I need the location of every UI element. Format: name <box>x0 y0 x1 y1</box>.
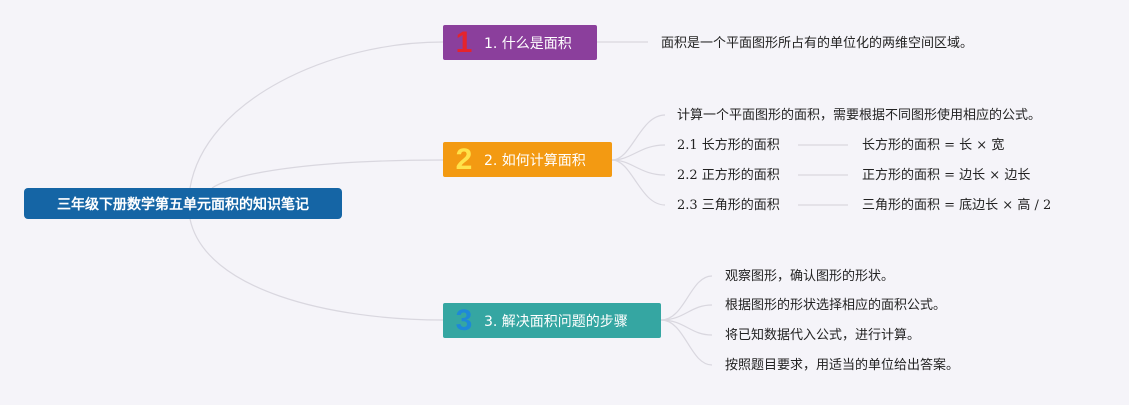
number-3-badge: 3 <box>455 304 473 337</box>
formula-square[interactable]: 正方形的面积 = 边长 × 边长 <box>862 168 1031 183</box>
root-topic[interactable]: 三年级下册数学第五单元面积的知识笔记 <box>24 188 342 219</box>
branch-what-is-area[interactable]: 1 1. 什么是面积 <box>443 25 597 60</box>
step-3[interactable]: 将已知数据代入公式，进行计算。 <box>725 328 921 343</box>
subtopic-square[interactable]: 2.2 正方形的面积 <box>677 168 780 183</box>
connector-root-branch3 <box>189 218 444 321</box>
formula-triangle[interactable]: 三角形的面积 = 底边长 × 高 / 2 <box>862 198 1052 213</box>
branch-how-to-calc[interactable]: 2 2. 如何计算面积 <box>443 142 612 177</box>
connector-root-branch2 <box>211 159 444 189</box>
subtopic-triangle[interactable]: 2.3 三角形的面积 <box>677 198 780 213</box>
step-4[interactable]: 按照题目要求，用适当的单位给出答案。 <box>725 358 960 373</box>
leaf-definition[interactable]: 面积是一个平面图形所占有的单位化的两维空间区域。 <box>661 36 974 51</box>
connector-branch2-sub1 <box>611 144 666 161</box>
step-2[interactable]: 根据图形的形状选择相应的面积公式。 <box>725 298 947 313</box>
subtopic-rectangle[interactable]: 2.1 长方形的面积 <box>677 138 780 153</box>
connector-branch3-leaf1 <box>660 275 713 321</box>
branch-label: 3. 解决面积问题的步骤 <box>484 313 628 330</box>
step-1[interactable]: 观察图形，确认图形的形状。 <box>725 269 895 284</box>
branch-steps[interactable]: 3 3. 解决面积问题的步骤 <box>443 303 661 338</box>
formula-rectangle[interactable]: 长方形的面积 = 长 × 宽 <box>862 138 1005 153</box>
connector-branch3-leaf4 <box>660 319 713 366</box>
connector-root-branch1 <box>189 41 444 189</box>
number-2-badge: 2 <box>455 143 473 176</box>
connector-branch2-sub3 <box>611 159 666 206</box>
branch-label: 1. 什么是面积 <box>484 35 572 52</box>
number-1-badge: 1 <box>455 26 473 59</box>
connector-branch3-leaf2 <box>660 304 713 321</box>
branch-label: 2. 如何计算面积 <box>484 152 586 169</box>
connector-branch2-intro <box>611 114 666 161</box>
leaf-calc-intro[interactable]: 计算一个平面图形的面积，需要根据不同图形使用相应的公式。 <box>677 108 1042 123</box>
